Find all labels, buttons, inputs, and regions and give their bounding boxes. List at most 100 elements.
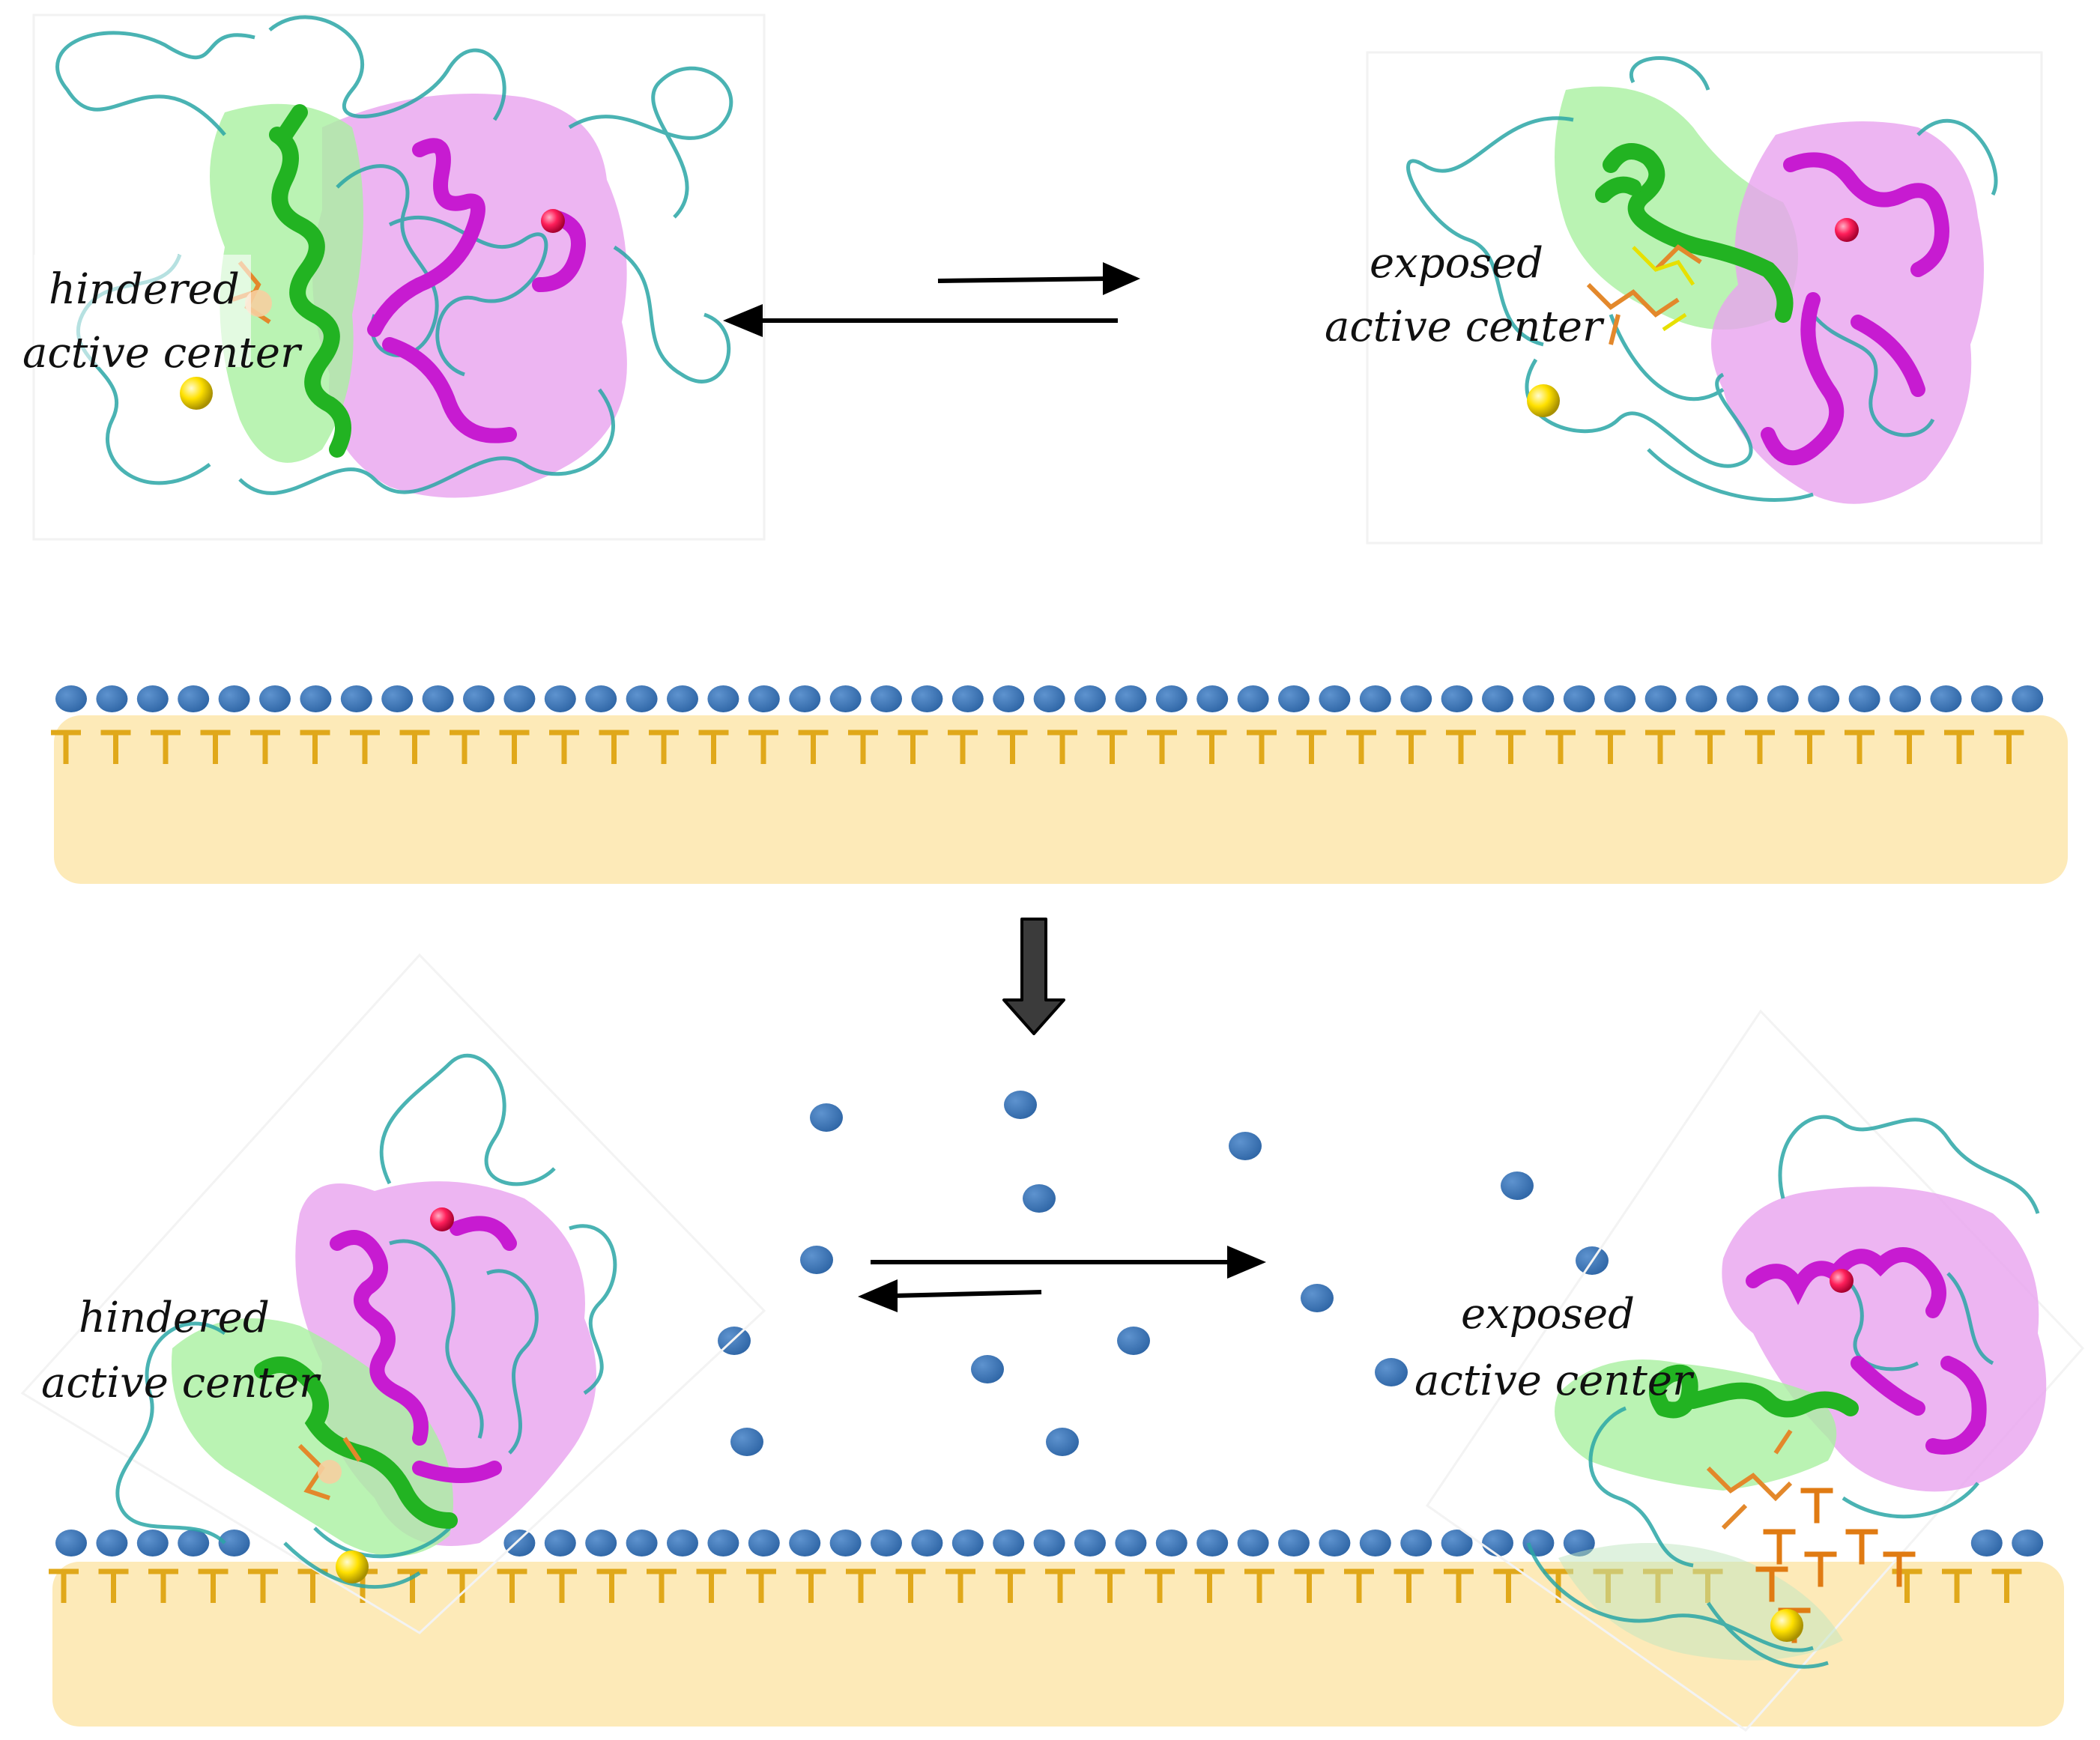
lipid-headgroup	[136, 685, 169, 712]
coil-loops	[55, 15, 733, 495]
lipid-headgroup	[1970, 1530, 2003, 1556]
lipid-headgroup	[1501, 1171, 1534, 1200]
lipid-tails	[51, 730, 2024, 764]
label-exposed-line1: exposed	[1461, 1290, 1635, 1339]
lipid-headgroup	[422, 685, 454, 712]
lipid-tail	[1196, 730, 1227, 764]
lipid-tail	[1244, 1568, 1274, 1603]
core-surface	[312, 94, 627, 498]
lid-surface	[210, 103, 363, 463]
lipid-tail	[1794, 730, 1825, 764]
lipid-headgroup	[1482, 685, 1513, 712]
lipid-tail	[1394, 1568, 1424, 1603]
lipid-tail	[997, 730, 1028, 764]
lipid-tail	[1883, 1551, 1916, 1587]
yellow-ion	[1527, 384, 1560, 417]
lipid-headgroup	[911, 1530, 943, 1556]
lipid-tail	[647, 1568, 677, 1603]
lipid-headgroup	[1644, 685, 1677, 712]
lipid-headgroup	[300, 685, 332, 712]
lipid-tail	[497, 1568, 527, 1603]
faded-ion	[318, 1460, 342, 1484]
lipid-headgroup	[503, 1530, 536, 1556]
ligand-sticks	[1706, 1429, 1793, 1530]
lipid-headgroup	[463, 685, 494, 712]
lipid-headgroup	[1237, 685, 1269, 712]
lipid-headgroup	[1155, 685, 1187, 712]
lipid-tail	[399, 730, 430, 764]
lipid-headgroup	[871, 1530, 902, 1556]
lipid-headgroup	[1278, 1530, 1310, 1556]
red-ion	[541, 209, 565, 233]
lipid-tail	[49, 1568, 79, 1603]
lipid-headgroup	[1522, 685, 1555, 712]
lipid-headgroup	[1278, 685, 1310, 712]
lid-helix-ribbon	[1595, 143, 1794, 323]
lipid-headgroup	[789, 1530, 821, 1556]
core-surface	[1722, 1186, 2047, 1492]
membrane-body	[54, 715, 2068, 884]
lipid-headgroup	[218, 685, 250, 712]
core-helix-ribbon	[367, 138, 586, 443]
lipid-tail	[1344, 1568, 1374, 1603]
membrane-body	[52, 1562, 2064, 1727]
lipid-tail	[1800, 1488, 1833, 1524]
lipid-tail	[547, 1568, 577, 1603]
lipid-headgroup	[1359, 1530, 1391, 1556]
lipid-tail	[1845, 730, 1874, 764]
lipid-tail	[846, 1568, 876, 1603]
lipid-headgroup	[1359, 685, 1391, 712]
lipid-headgroup	[871, 685, 902, 712]
lipid-headgroup	[1400, 685, 1432, 712]
lipid-tail	[499, 730, 530, 764]
lipid-tail	[1755, 1566, 1788, 1602]
displaced-lipid-tails	[1755, 1488, 1916, 1643]
lipid-headgroup	[2012, 685, 2044, 712]
lipid-headgroup	[178, 1530, 210, 1556]
lipid-tail	[948, 730, 978, 764]
core-surface	[1711, 121, 1984, 504]
lipid-headgroup	[707, 1530, 739, 1556]
lipid-headgroup	[259, 685, 291, 712]
lipid-headgroup	[1319, 1530, 1351, 1556]
equilibrium-arrows-icon	[723, 262, 1140, 337]
lipid-tail	[1942, 1568, 1972, 1603]
lipid-headgroup	[96, 685, 128, 712]
lipid-tail	[1346, 730, 1376, 764]
lipid-tail	[649, 730, 679, 764]
lipid-tail	[300, 730, 330, 764]
lipid-headgroup	[1848, 685, 1880, 712]
lipid-tail	[1095, 1568, 1125, 1603]
lipid-tail	[1645, 730, 1675, 764]
lipid-tail	[1296, 730, 1327, 764]
lipid-headgroup	[503, 685, 536, 712]
lipid-headgroup	[340, 685, 372, 712]
lipid-headgroup	[1375, 1358, 1408, 1386]
lipid-headgroup	[1970, 685, 2003, 712]
lipid-tail	[1495, 730, 1526, 764]
lipid-headgroup	[1767, 685, 1799, 712]
label-active-center-line2: active center	[22, 329, 303, 378]
lipid-headgroup	[1808, 685, 1840, 712]
lipid-headgroup	[1117, 1327, 1150, 1355]
lipid-headgroup	[1930, 685, 1962, 712]
label-hindered-line1: hindered	[49, 265, 240, 314]
lipid-tail	[1994, 730, 2024, 764]
protein-exposed-bound	[1425, 1009, 2085, 1733]
lipid-headgroup	[1441, 685, 1473, 712]
lipid-tail	[1396, 730, 1426, 764]
lipid-headgroup	[218, 1530, 250, 1556]
lipid-tail	[995, 1568, 1026, 1603]
lipid-headgroup	[1229, 1132, 1262, 1160]
lipid-tail	[1493, 1568, 1524, 1603]
lipid-headgroup	[626, 685, 658, 712]
lipid-tail	[696, 1568, 727, 1603]
lipid-headgroup	[829, 1530, 862, 1556]
lipid-headgroup	[1889, 685, 1921, 712]
lipid-headgroup	[1115, 685, 1147, 712]
label-exposed-bottom: exposed active center	[1414, 1290, 1695, 1405]
lipid-tail	[198, 1568, 229, 1603]
lipid-headgroup	[730, 1428, 763, 1456]
lipid-tail	[1546, 730, 1576, 764]
lipid-headgroup	[911, 685, 943, 712]
